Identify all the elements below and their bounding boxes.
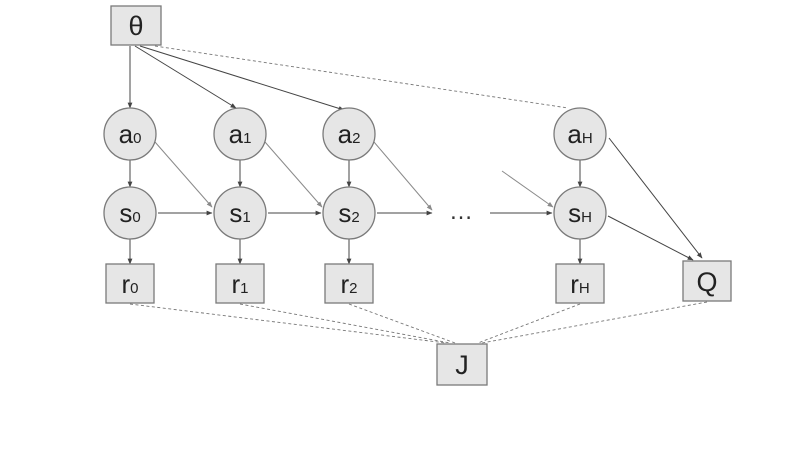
edge-rH-J xyxy=(477,303,581,344)
edge-a2-next xyxy=(373,141,433,211)
edge-sH-Q xyxy=(607,215,694,261)
action-node-0: a0 xyxy=(103,107,157,161)
j-label: J xyxy=(455,350,469,380)
svg-text:a2: a2 xyxy=(338,119,361,149)
state-node-H: sH xyxy=(553,186,607,240)
edge-r2-J xyxy=(348,303,456,344)
action-node-2-main: a xyxy=(338,119,353,149)
edge-theta-a1 xyxy=(134,45,237,109)
edge-a0-s1 xyxy=(154,141,213,208)
svg-text:a0: a0 xyxy=(119,119,142,149)
reward-node-1: r1 xyxy=(215,263,265,304)
edge-r0-J xyxy=(129,303,447,344)
svg-text:s1: s1 xyxy=(229,198,250,228)
action-state-edges xyxy=(127,160,583,188)
state-node-0: s0 xyxy=(103,186,157,240)
action-node-H-sub: H xyxy=(582,130,593,147)
svg-text:a1: a1 xyxy=(229,119,252,149)
svg-text:r2: r2 xyxy=(340,269,357,299)
state-node-1-sub: 1 xyxy=(242,209,250,226)
action-node-H: aH xyxy=(553,107,607,161)
action-node-1-sub: 1 xyxy=(243,130,251,147)
edge-theta-aH xyxy=(154,45,569,109)
ellipsis-label: … xyxy=(449,198,473,225)
q-label: Q xyxy=(696,267,717,297)
reward-node-1-main: r xyxy=(231,269,240,299)
action-node-1: a1 xyxy=(213,107,267,161)
reward-node-1-sub: 1 xyxy=(240,280,248,297)
reward-node-0-sub: 0 xyxy=(130,280,138,297)
action-nextstate-edges xyxy=(154,141,554,211)
svg-text:sH: sH xyxy=(568,198,592,228)
action-node-2-sub: 2 xyxy=(352,130,360,147)
reward-node-2-main: r xyxy=(340,269,349,299)
state-node-1: s1 xyxy=(213,186,267,240)
reward-node-H-sub: H xyxy=(579,280,590,297)
reward-node-2: r2 xyxy=(324,263,374,304)
edge-theta-a2 xyxy=(139,45,345,111)
state-node-2-main: s xyxy=(338,198,351,228)
svg-text:r1: r1 xyxy=(231,269,248,299)
dashed-edges xyxy=(129,45,708,344)
theta-edges xyxy=(127,45,345,111)
edge-aH-Q xyxy=(608,137,703,259)
edge-Q-J xyxy=(481,301,708,344)
edge-a1-s2 xyxy=(264,141,323,208)
action-node-H-main: a xyxy=(567,119,582,149)
state-node-1-main: s xyxy=(229,198,242,228)
reward-node-2-sub: 2 xyxy=(349,280,357,297)
svg-text:rH: rH xyxy=(570,269,590,299)
state-node-2-sub: 2 xyxy=(351,209,359,226)
reward-node-0: r0 xyxy=(105,263,155,304)
reward-node-H-main: r xyxy=(570,269,579,299)
action-node-1-main: a xyxy=(229,119,244,149)
svg-text:r0: r0 xyxy=(121,269,138,299)
state-node-H-sub: H xyxy=(581,209,592,226)
q-edges xyxy=(607,137,703,261)
action-node-0-sub: 0 xyxy=(133,130,141,147)
theta-label: θ xyxy=(128,11,143,41)
svg-text:aH: aH xyxy=(567,119,592,149)
action-node-0-main: a xyxy=(119,119,134,149)
svg-text:s2: s2 xyxy=(338,198,359,228)
state-node-2: s2 xyxy=(322,186,376,240)
state-node-0-sub: 0 xyxy=(132,209,140,226)
state-node-H-main: s xyxy=(568,198,581,228)
action-node-2: a2 xyxy=(322,107,376,161)
q-node: Q xyxy=(682,260,732,302)
reward-node-0-main: r xyxy=(121,269,130,299)
edge-prev-sH xyxy=(501,170,554,208)
edge-r1-J xyxy=(239,303,451,344)
state-node-0-main: s xyxy=(119,198,132,228)
state-reward-edges xyxy=(127,239,583,265)
j-node: J xyxy=(436,343,488,386)
reward-node-H: rH xyxy=(555,263,605,304)
theta-node: θ xyxy=(110,5,162,46)
svg-text:s0: s0 xyxy=(119,198,140,228)
